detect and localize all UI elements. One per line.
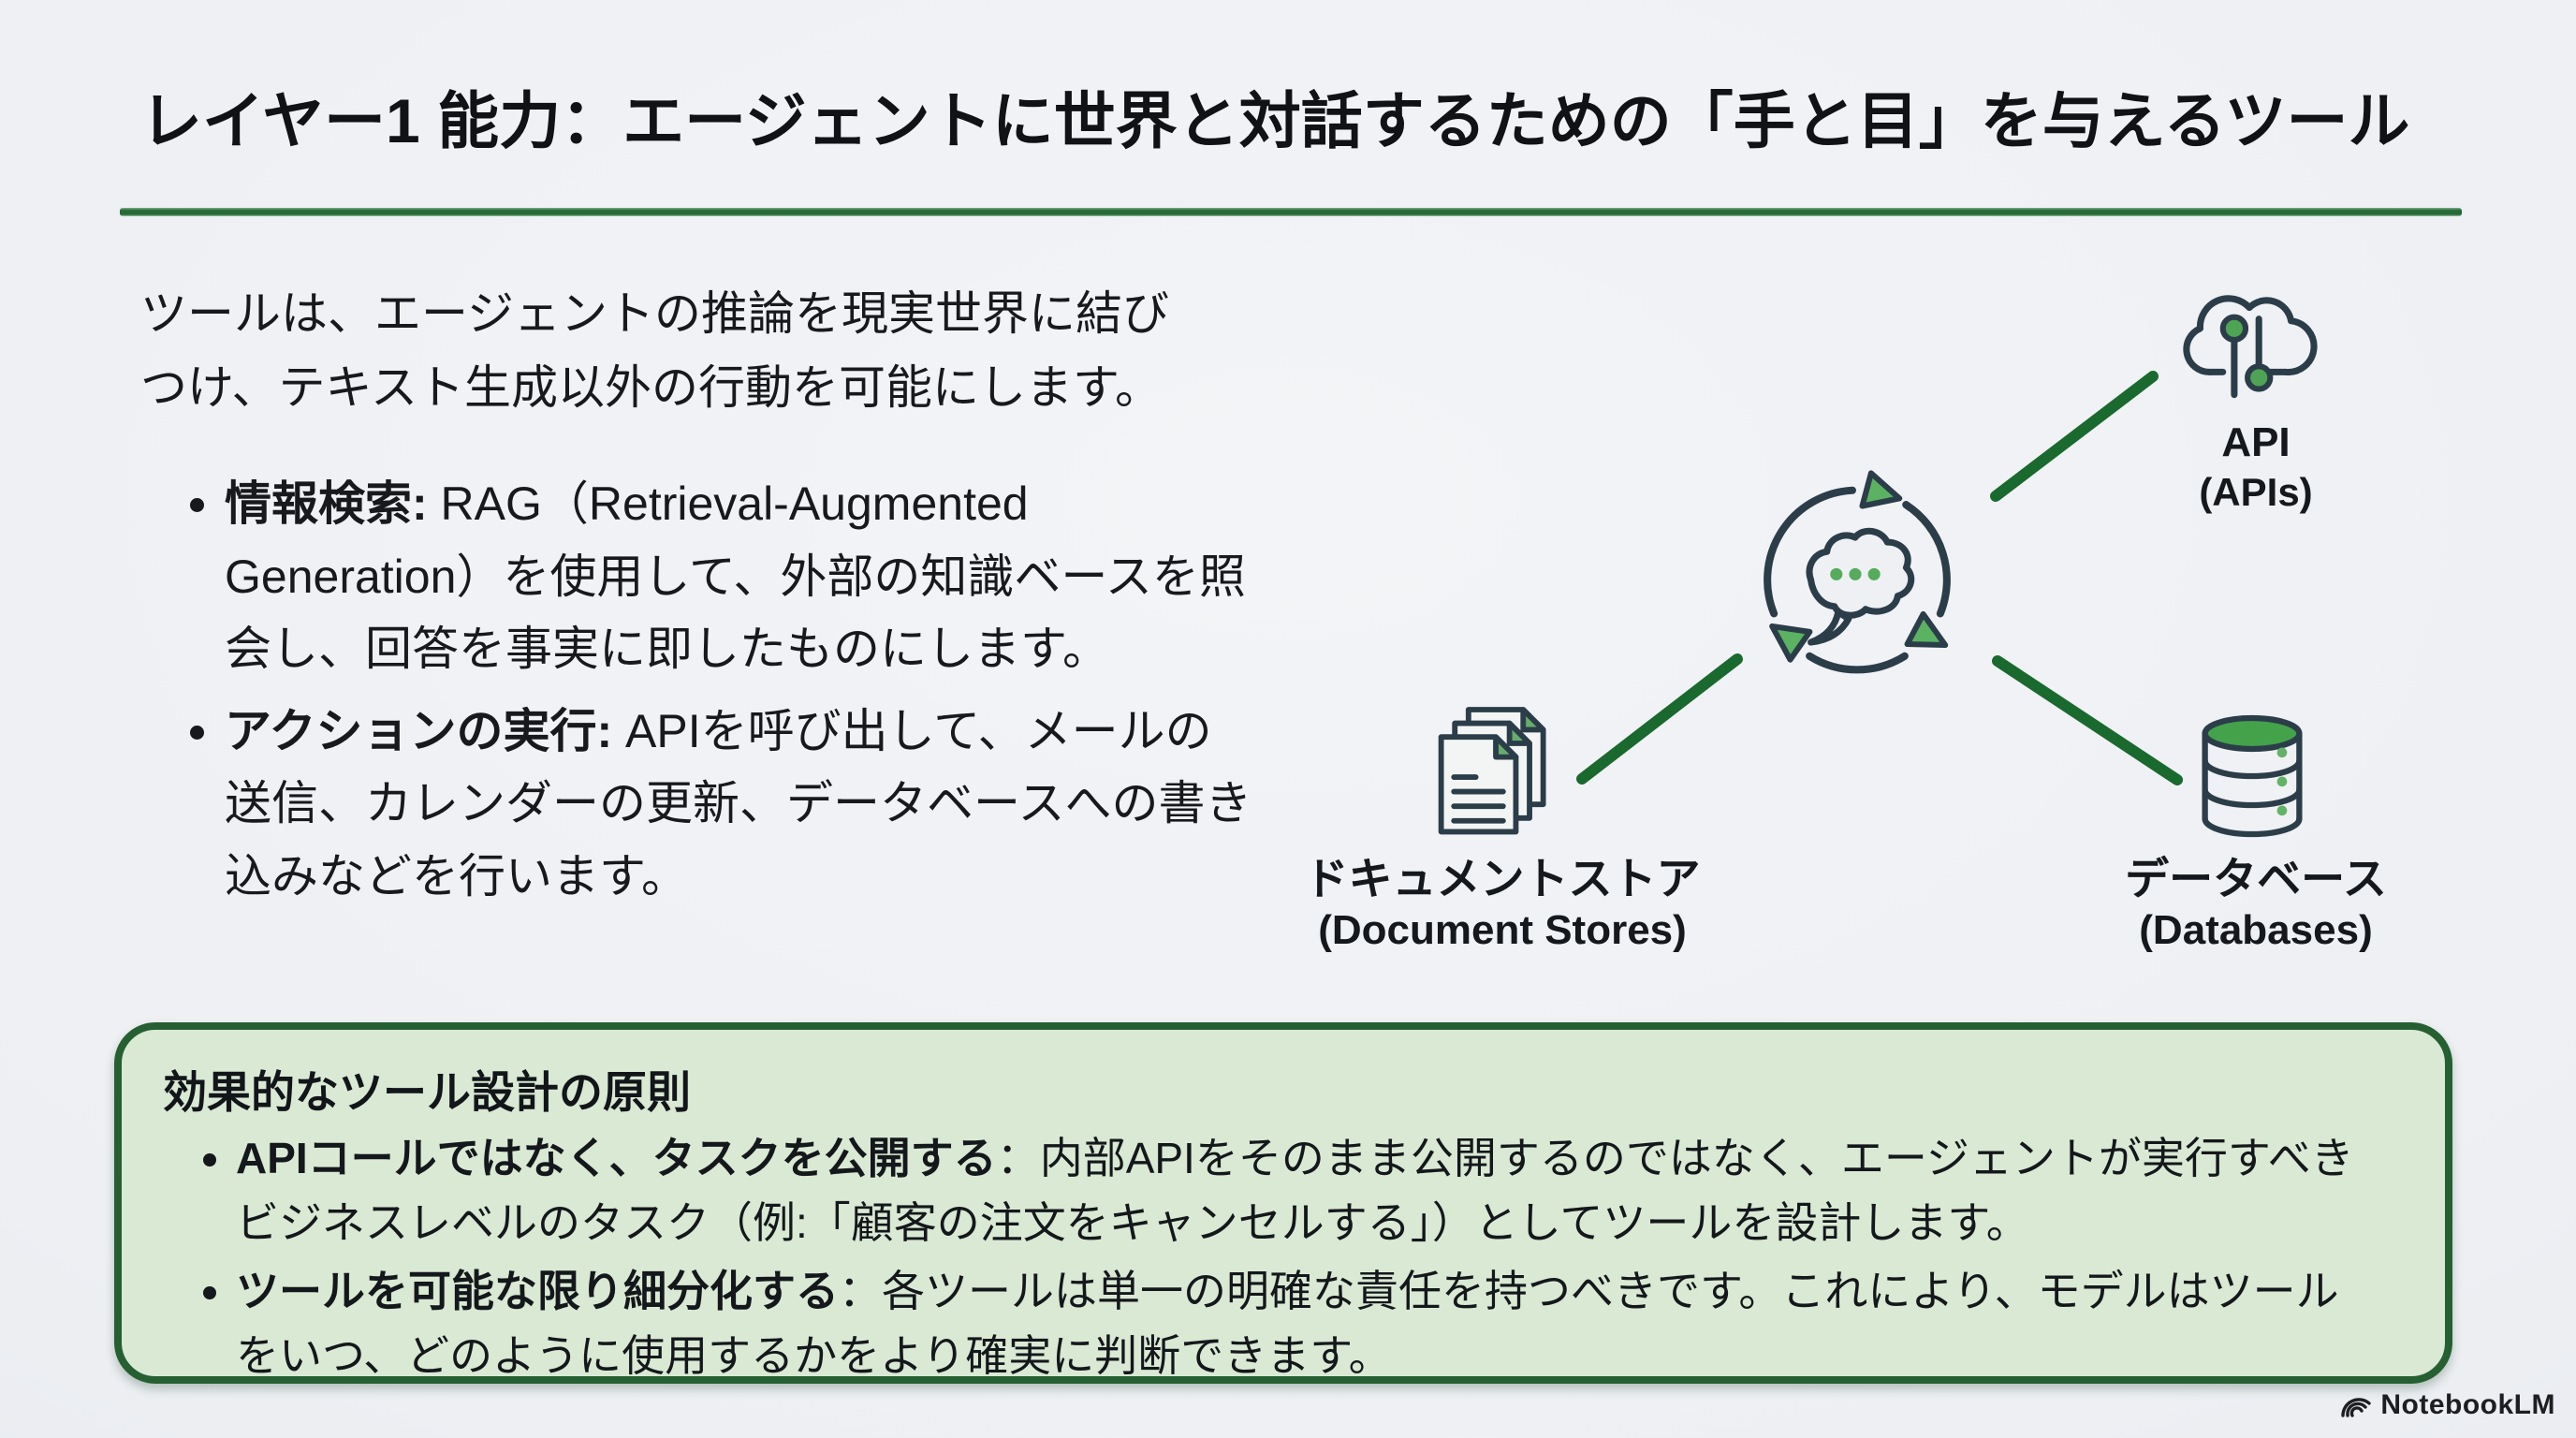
connector-documents-hub: [1576, 653, 1743, 785]
capability-item-retrieval: 情報検索: RAG（Retrieval-Augmented Generation…: [225, 468, 1254, 686]
capability-item-actions: アクションの実行: APIを呼び出して、メールの送信、カレンダーの更新、データベ…: [225, 696, 1254, 914]
api-node-label: API (APIs): [2115, 418, 2396, 516]
capability-list: 情報検索: RAG（Retrieval-Augmented Generation…: [183, 468, 1254, 922]
principle-desc: ：内部APIをそのまま公開するのではなく、エージェントが実行すべきビジネスレベル…: [236, 1134, 2354, 1247]
agent-cycle-icon: [1749, 457, 1966, 708]
principles-heading: 効果的なツール設計の原則: [163, 1067, 691, 1117]
database-label-main: データベース: [2125, 854, 2387, 903]
api-cloud-icon: [2162, 271, 2323, 414]
notebooklm-logo-icon: [2340, 1391, 2372, 1419]
documents-label-main: ドキュメントストア: [1304, 854, 1701, 903]
capability-term: アクションの実行:: [225, 704, 613, 757]
footer-brand: NotebookLM: [2340, 1389, 2555, 1421]
title-underline: [120, 208, 2462, 216]
principle-item-expose-tasks: APIコールではなく、タスクを公開する：内部APIをそのまま公開するのではなく、…: [236, 1126, 2370, 1255]
database-icon: [2194, 710, 2310, 844]
documents-label-sub: (Document Stores): [1318, 907, 1687, 954]
documents-node-label: ドキュメントストア (Document Stores): [1245, 852, 1760, 956]
principle-desc: ：各ツールは単一の明確な責任を持つべきです。これにより、モデルはツールをいつ、ど…: [236, 1267, 2339, 1380]
principle-term: ツールを可能な限り細分化する: [236, 1267, 839, 1315]
api-label-sub: (APIs): [2199, 469, 2313, 514]
principles-list: APIコールではなく、タスクを公開する：内部APIをそのまま公開するのではなく、…: [122, 1126, 2426, 1388]
connector-hub-api: [1990, 371, 2159, 502]
document-stores-icon: [1428, 704, 1565, 852]
capability-desc: RAG（Retrieval-Augmented Generation）を使用して…: [225, 477, 1246, 675]
principles-box: 効果的なツール設計の原則 APIコールではなく、タスクを公開する：内部APIをそ…: [114, 1022, 2452, 1384]
api-label-main: API: [2221, 419, 2291, 465]
capability-term: 情報検索:: [225, 477, 428, 530]
database-label-sub: (Databases): [2139, 907, 2373, 954]
intro-paragraph: ツールは、エージェントの推論を現実世界に結びつけ、テキスト生成以外の行動を可能に…: [140, 287, 1169, 414]
principle-item-granular-tools: ツールを可能な限り細分化する：各ツールは単一の明確な責任を持つべきです。これによ…: [236, 1259, 2370, 1388]
brand-name: NotebookLM: [2380, 1389, 2555, 1420]
database-node-label: データベース (Databases): [2003, 852, 2509, 956]
capability-desc: APIを呼び出して、メールの送信、カレンダーの更新、データベースへの書き込みなど…: [225, 704, 1252, 902]
page-title: レイヤー1 能力：エージェントに世界と対話するための「手と目」を与えるツール: [140, 86, 2410, 155]
connector-hub-database: [1992, 655, 2183, 785]
principle-term: APIコールではなく、タスクを公開する: [236, 1134, 997, 1182]
